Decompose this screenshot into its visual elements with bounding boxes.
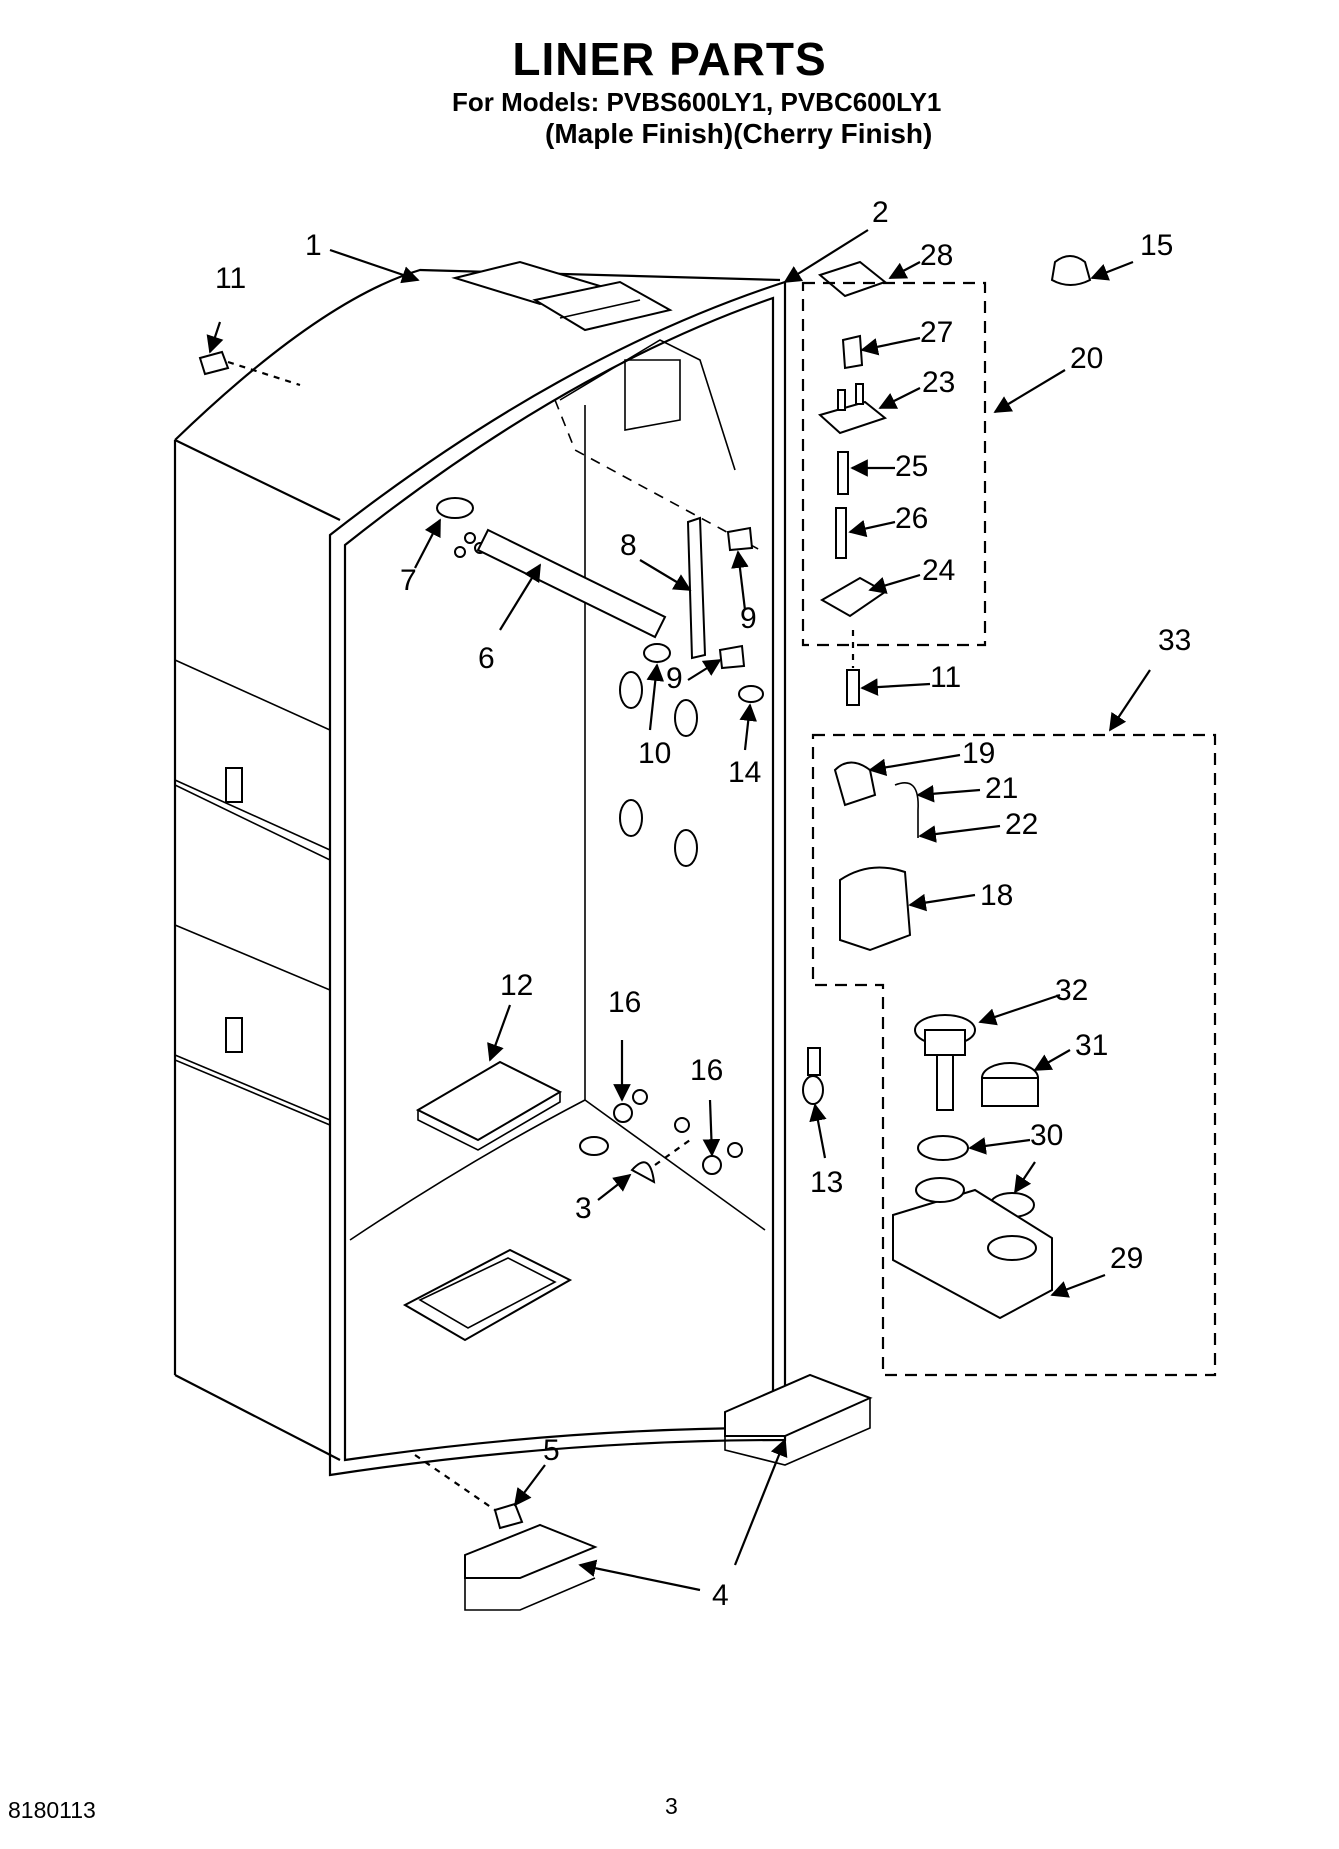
finish-line: (Maple Finish)(Cherry Finish)	[545, 118, 933, 149]
callout-18: 18	[980, 879, 1013, 912]
callout-29: 29	[1110, 1242, 1143, 1275]
callout-27: 27	[920, 316, 953, 349]
plug-icon-14	[738, 685, 764, 703]
screw-icon-11a	[198, 350, 230, 376]
bracket-icon-23	[817, 400, 888, 435]
pin-icon-26	[835, 507, 847, 559]
housing-icon-19	[833, 761, 877, 807]
block-icon-24	[819, 576, 887, 618]
fitting-icon-13	[807, 1047, 821, 1076]
tube-icon-21	[894, 782, 919, 838]
small-parts	[198, 255, 1092, 1611]
callout-21: 21	[985, 772, 1018, 805]
callout-33: 33	[1158, 624, 1191, 657]
callout-13: 13	[810, 1166, 843, 1199]
leader-lines	[206, 229, 1151, 1592]
subassembly-box-33	[811, 733, 1217, 1377]
screw-icon-9b	[718, 644, 746, 670]
screw-icon-5	[493, 1502, 524, 1530]
callout-9-lower: 9	[666, 662, 683, 695]
callout-7: 7	[400, 564, 417, 597]
clip-icon-15	[1050, 255, 1092, 286]
spring-icon-25	[837, 451, 849, 495]
callout-labels: 1 2 3 4 5 6 7 8 9 9 10 11 11 12 13 14 15…	[215, 196, 1191, 1612]
callout-30: 30	[1030, 1119, 1063, 1152]
callout-8: 8	[620, 529, 637, 562]
screw-icon-27	[841, 334, 864, 370]
clip-icon-10	[643, 643, 671, 663]
callout-22: 22	[1005, 808, 1038, 841]
callout-32: 32	[1055, 974, 1088, 1007]
callout-6: 6	[478, 642, 495, 675]
rod-icon-6	[476, 528, 667, 639]
hinge-cover-icon-upper	[225, 767, 243, 803]
document-number: 8180113	[8, 1797, 96, 1823]
callout-20: 20	[1070, 342, 1103, 375]
callout-23: 23	[922, 366, 955, 399]
cover-icon-4a	[464, 1523, 598, 1579]
screw-icon-11b	[846, 669, 860, 706]
callout-11-upper: 11	[215, 262, 246, 295]
hinge-cover-icon-lower	[225, 1017, 243, 1053]
callout-9-upper: 9	[740, 602, 757, 635]
callout-28: 28	[920, 239, 953, 272]
plug-icon-16b	[702, 1155, 722, 1175]
grommet-icon-7	[436, 497, 474, 519]
callout-12: 12	[500, 969, 533, 1002]
callout-19: 19	[962, 737, 995, 770]
callout-16-left: 16	[608, 986, 641, 1019]
callout-26: 26	[895, 502, 928, 535]
callout-11-lower: 11	[930, 661, 961, 694]
callout-16-right: 16	[690, 1054, 723, 1087]
subassembly-box-20	[801, 281, 987, 647]
callout-31: 31	[1075, 1029, 1108, 1062]
callout-4: 4	[712, 1579, 729, 1612]
cover-icon-4b	[724, 1373, 873, 1437]
plug-icon-16a	[613, 1103, 633, 1123]
models-line: For Models: PVBS600LY1, PVBC600LY1	[452, 87, 942, 117]
callout-2: 2	[872, 196, 889, 229]
callout-10: 10	[638, 737, 671, 770]
pad-icon-12	[415, 1060, 563, 1142]
page-number: 3	[665, 1793, 678, 1819]
housing-icon-18	[839, 866, 912, 952]
bracket-icon-8	[686, 516, 707, 660]
cap-icon-3	[630, 1161, 656, 1184]
ring-icon-30a	[917, 1135, 969, 1161]
plate-icon-28	[817, 260, 888, 298]
callout-15: 15	[1140, 229, 1173, 262]
callout-5: 5	[543, 1434, 560, 1467]
page-title: LINER PARTS	[512, 33, 827, 85]
callout-1: 1	[305, 229, 322, 262]
callout-14: 14	[728, 756, 761, 789]
callout-25: 25	[895, 450, 928, 483]
screw-icon-9a	[726, 526, 754, 552]
liner-body	[173, 260, 787, 1477]
callout-24: 24	[922, 554, 955, 587]
callout-3: 3	[575, 1192, 592, 1225]
